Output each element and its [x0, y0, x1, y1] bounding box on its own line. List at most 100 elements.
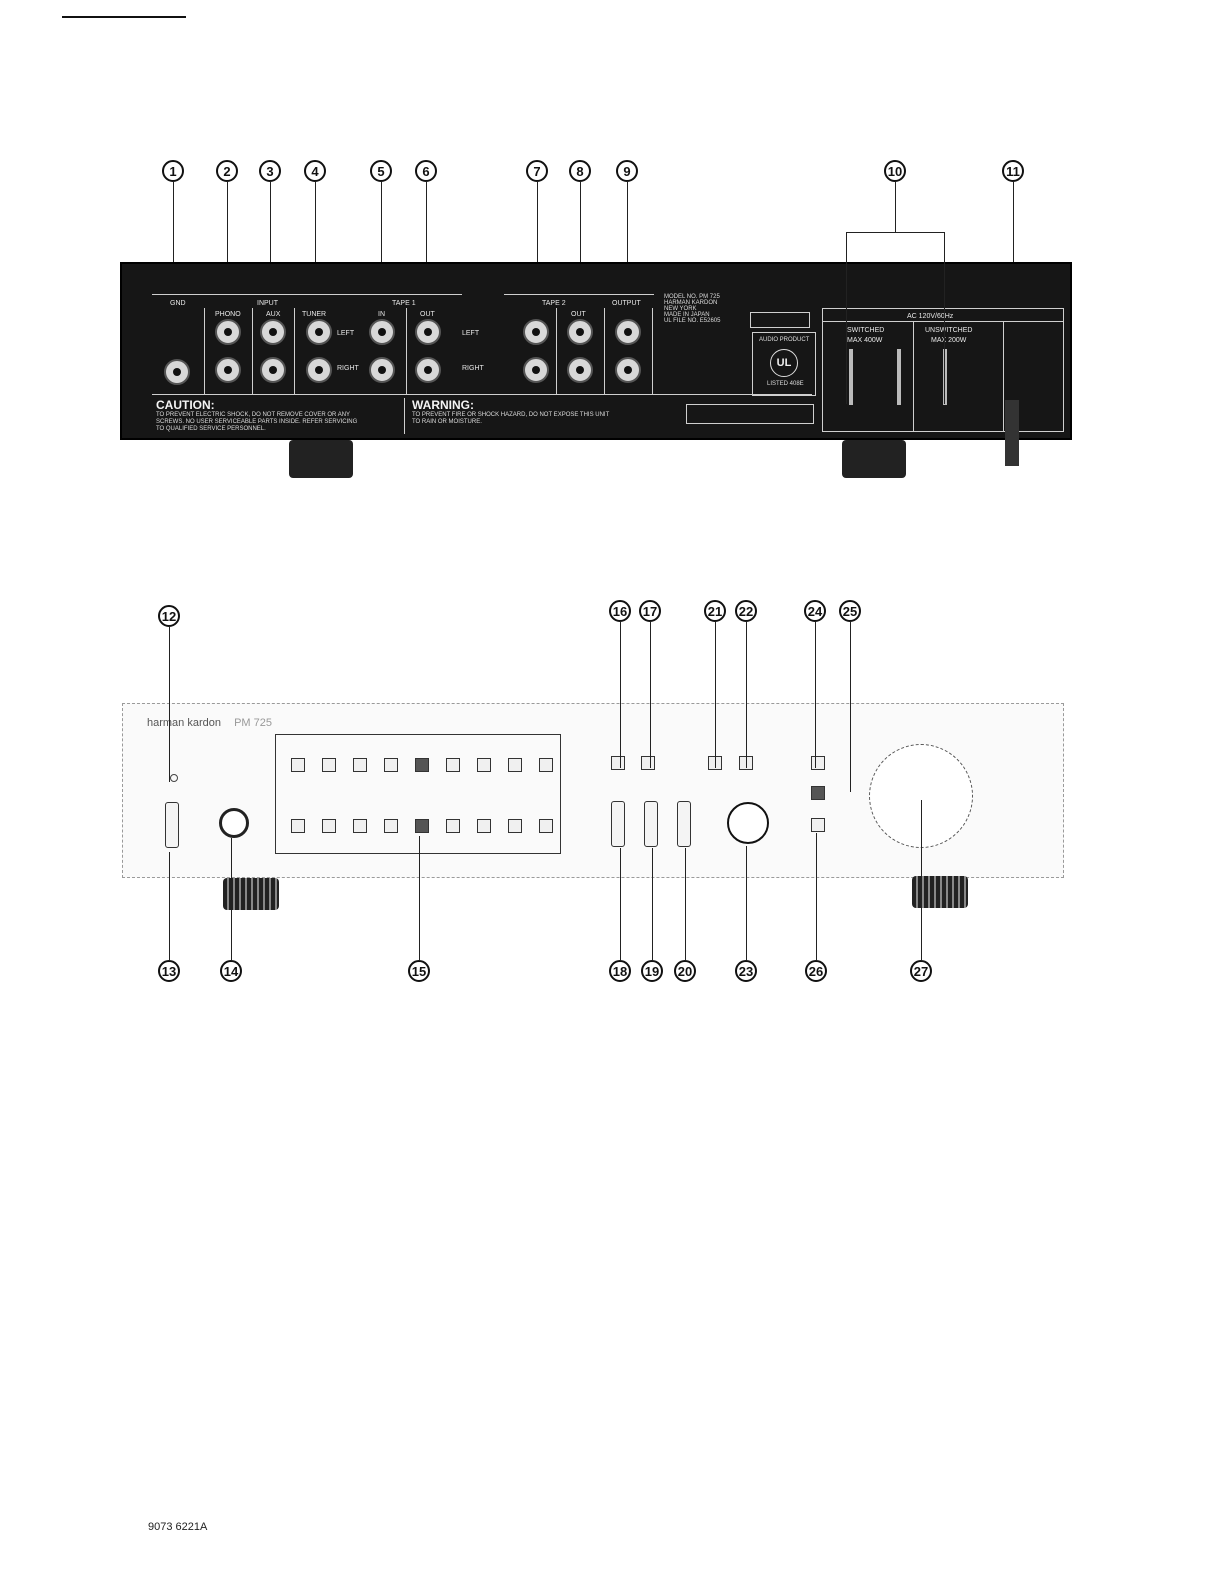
- tape2-in-right-jack[interactable]: [523, 357, 549, 383]
- callout-18: 18: [609, 960, 631, 982]
- label-plate: [750, 312, 810, 328]
- tuner-left-jack[interactable]: [306, 319, 332, 345]
- ac-rule: [823, 321, 1063, 322]
- switch-17[interactable]: [641, 756, 655, 770]
- selector-button[interactable]: [291, 819, 305, 833]
- leader-line: [816, 833, 817, 960]
- leader-line: [169, 627, 170, 782]
- unswitched-label: UNSWITCHED: [925, 327, 973, 334]
- selector-button[interactable]: [322, 758, 336, 772]
- leader-line: [620, 848, 621, 960]
- lever-18[interactable]: [611, 801, 625, 847]
- leader-line: [685, 848, 686, 960]
- switched-max-label: MAX 400W: [847, 337, 883, 344]
- unswitched-max-label: MAX 200W: [931, 337, 967, 344]
- headphone-jack[interactable]: [219, 808, 249, 838]
- selector-button[interactable]: [446, 758, 460, 772]
- output-right-jack[interactable]: [615, 357, 641, 383]
- power-switch[interactable]: [165, 802, 179, 848]
- jack-divider: [604, 308, 605, 394]
- selector-panel: [275, 734, 561, 854]
- selector-button[interactable]: [539, 819, 553, 833]
- switched-outlet[interactable]: [849, 349, 853, 405]
- tape1-in-left-jack[interactable]: [369, 319, 395, 345]
- selector-button[interactable]: [415, 819, 429, 833]
- phono-label: PHONO: [215, 311, 241, 318]
- warning-text: TO PREVENT FIRE OR SHOCK HAZARD, DO NOT …: [412, 412, 610, 418]
- leader-line: [921, 800, 922, 960]
- selector-button[interactable]: [353, 758, 367, 772]
- tape2-out-right-jack[interactable]: [567, 357, 593, 383]
- selector-button[interactable]: [415, 758, 429, 772]
- tape1-out-right-jack[interactable]: [415, 357, 441, 383]
- balance-knob[interactable]: [727, 802, 769, 844]
- tuner-label: TUNER: [302, 311, 327, 318]
- tape2-out-left-jack[interactable]: [567, 319, 593, 345]
- selector-button[interactable]: [353, 819, 367, 833]
- model-text: PM 725: [234, 717, 272, 729]
- right-label: RIGHT: [337, 365, 359, 372]
- callout-1: 1: [162, 160, 184, 182]
- ul-mark: UL: [776, 357, 792, 369]
- caution-text: TO QUALIFIED SERVICE PERSONNEL.: [156, 426, 266, 432]
- selector-button[interactable]: [477, 819, 491, 833]
- jack-divider: [556, 308, 557, 394]
- jack-divider: [652, 308, 653, 394]
- selector-button[interactable]: [477, 758, 491, 772]
- rear-foot: [289, 440, 353, 478]
- callout-12: 12: [158, 605, 180, 627]
- selector-button[interactable]: [508, 819, 522, 833]
- leader-line: [850, 622, 851, 792]
- callout-11: 11: [1002, 160, 1024, 182]
- callout-20: 20: [674, 960, 696, 982]
- aux-left-jack[interactable]: [260, 319, 286, 345]
- phono-right-jack[interactable]: [215, 357, 241, 383]
- jack-divider: [294, 308, 295, 394]
- callout-23: 23: [735, 960, 757, 982]
- tape1-out-left-jack[interactable]: [415, 319, 441, 345]
- lever-19[interactable]: [644, 801, 658, 847]
- selector-button[interactable]: [446, 819, 460, 833]
- tuner-right-jack[interactable]: [306, 357, 332, 383]
- section-divider: [152, 394, 812, 395]
- brand-text: harman kardon: [147, 717, 221, 729]
- switch-24[interactable]: [811, 756, 825, 770]
- selector-button[interactable]: [384, 758, 398, 772]
- warning-text: TO RAIN OR MOISTURE.: [412, 419, 482, 425]
- selector-button[interactable]: [508, 758, 522, 772]
- selector-button[interactable]: [322, 819, 336, 833]
- callout-16: 16: [609, 600, 631, 622]
- selector-button[interactable]: [539, 758, 553, 772]
- callout-4: 4: [304, 160, 326, 182]
- selector-button[interactable]: [291, 758, 305, 772]
- selector-button[interactable]: [384, 819, 398, 833]
- switched-outlet[interactable]: [897, 349, 901, 405]
- ul-logo: UL: [770, 349, 798, 377]
- switch-16[interactable]: [611, 756, 625, 770]
- callout-21: 21: [704, 600, 726, 622]
- switch-26[interactable]: [811, 818, 825, 832]
- gnd-terminal[interactable]: [164, 359, 190, 385]
- caution-heading: CAUTION:: [156, 398, 215, 412]
- tape1-in-label: IN: [378, 311, 385, 318]
- callout-9: 9: [616, 160, 638, 182]
- tape2-in-left-jack[interactable]: [523, 319, 549, 345]
- callout-15: 15: [408, 960, 430, 982]
- phono-left-jack[interactable]: [215, 319, 241, 345]
- ac-outlet-panel: AC 120V/60Hz SWITCHED MAX 400W UNSWITCHE…: [822, 308, 1064, 432]
- callout-6: 6: [415, 160, 437, 182]
- unswitched-outlet[interactable]: [943, 349, 947, 405]
- lever-20[interactable]: [677, 801, 691, 847]
- aux-right-jack[interactable]: [260, 357, 286, 383]
- callout-7: 7: [526, 160, 548, 182]
- output-left-jack[interactable]: [615, 319, 641, 345]
- tape2-out-label: OUT: [571, 311, 586, 318]
- left-label: LEFT: [337, 330, 355, 337]
- callout-2: 2: [216, 160, 238, 182]
- tape1-in-right-jack[interactable]: [369, 357, 395, 383]
- caution-divider: [404, 398, 405, 434]
- callout-10: 10: [884, 160, 906, 182]
- switch-25[interactable]: [811, 786, 825, 800]
- callout-17: 17: [639, 600, 661, 622]
- callout-bracket: [846, 232, 847, 404]
